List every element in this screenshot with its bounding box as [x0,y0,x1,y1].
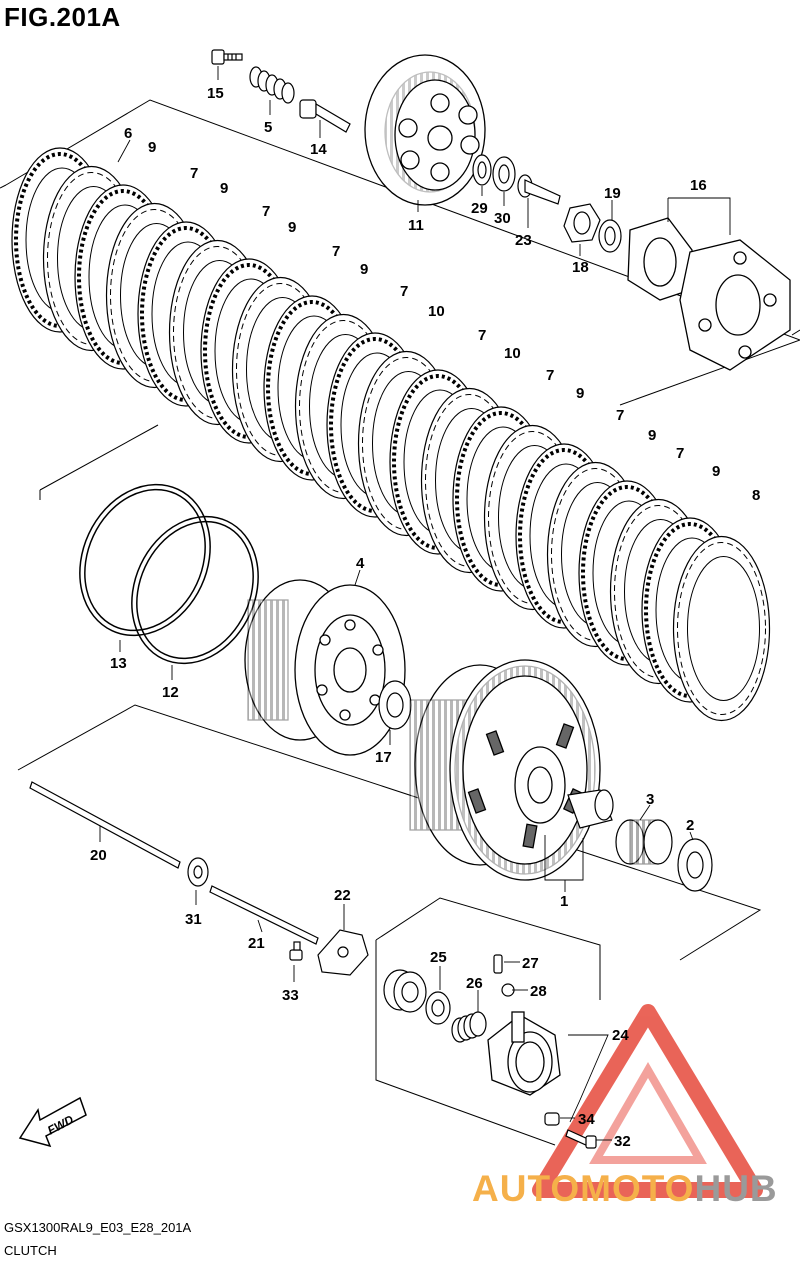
callout-12: 12 [162,684,179,701]
callout-33: 33 [282,987,299,1004]
callout-23: 23 [515,232,532,249]
part-4-sleeve-hub [244,579,406,756]
callout-9f: 9 [648,427,656,444]
callout-7h: 7 [676,445,684,462]
callout-9e: 9 [576,385,584,402]
callout-28: 28 [530,983,547,1000]
callout-6: 6 [124,125,132,142]
callout-10a: 10 [428,303,445,320]
callout-2: 2 [686,817,694,834]
part-13-wire-ring [79,483,211,637]
callout-30: 30 [494,210,511,227]
callout-7f: 7 [546,367,554,384]
part-11-pressure-plate [364,54,486,206]
callout-9c: 9 [288,219,296,236]
part-24-release-cylinder [487,1011,561,1096]
callout-24: 24 [612,1027,629,1044]
watermark-part2: HUB [694,1168,778,1209]
part-3-needle-bearing [615,819,673,865]
callout-5: 5 [264,119,272,136]
part-18-nut [563,203,601,243]
callout-7d: 7 [400,283,408,300]
callout-26: 26 [466,975,483,992]
part-5-spring [249,66,295,104]
part-32-bolt [565,1129,597,1149]
part-21-push-rod [209,885,319,945]
callout-29: 29 [471,200,488,217]
callout-14: 14 [310,141,327,158]
part-29-washer [472,154,492,186]
callout-16: 16 [690,177,707,194]
callout-7b: 7 [262,203,270,220]
callout-22: 22 [334,887,351,904]
leader-lines [99,66,731,1141]
callout-18: 18 [572,259,589,276]
part-1-clutch-housing [409,659,601,881]
watermark-text: AUTOMOTOHUB [472,1168,778,1210]
callout-8: 8 [752,487,760,504]
part-34-dowel [544,1112,560,1126]
callout-25: 25 [430,949,447,966]
part-1-sleeve [567,789,614,829]
watermark-logo [532,1004,763,1198]
callout-15: 15 [207,85,224,102]
callout-32: 32 [614,1133,631,1150]
callout-labels: 15 5 14 11 29 30 23 18 19 16 6 9 7 9 7 9… [90,85,760,1150]
callout-13: 13 [110,655,127,672]
callout-21: 21 [248,935,265,952]
part-16-hub [627,217,791,371]
part-33-bolt [289,941,303,961]
part-26-spring [451,1011,487,1043]
part-2-thrust-washer [677,838,713,892]
callout-17: 17 [375,749,392,766]
figure-title: FIG.201A [4,2,121,32]
fwd-arrow-icon: FWD [18,1096,87,1148]
callout-9a: 9 [148,139,156,156]
callout-3: 3 [646,791,654,808]
callout-1: 1 [560,893,568,910]
part-15-bolt [211,49,243,65]
callout-9d: 9 [360,261,368,278]
part-23-rod [517,174,561,205]
callout-4: 4 [356,555,365,572]
callout-20: 20 [90,847,107,864]
part-14-bolt [299,99,351,133]
callout-7e: 7 [478,327,486,344]
part-19-washer [598,219,622,253]
part-31-washer [187,857,209,887]
figure-name: CLUTCH [4,1243,57,1258]
callout-9g: 9 [712,463,720,480]
part-17-washer [378,680,412,730]
drive-plate [672,535,771,722]
part-30-bearing [492,156,516,192]
callout-27: 27 [522,955,539,972]
part-22-gasket [317,929,369,976]
callout-7c: 7 [332,243,340,260]
part-27-bleeder [493,954,503,974]
callout-19: 19 [604,185,621,202]
clutch-plate-stack [11,147,771,722]
figure-code: GSX1300RAL9_E03_E28_201A [4,1220,192,1235]
part-25-bearing [383,969,451,1025]
callout-34: 34 [578,1111,595,1128]
callout-10b: 10 [504,345,521,362]
callout-31: 31 [185,911,202,928]
watermark-part1: AUTOMOTO [472,1168,695,1209]
callout-7g: 7 [616,407,624,424]
callout-11: 11 [408,217,424,234]
callout-7a: 7 [190,165,198,182]
callout-9b: 9 [220,180,228,197]
part-20-push-rod [29,781,181,869]
